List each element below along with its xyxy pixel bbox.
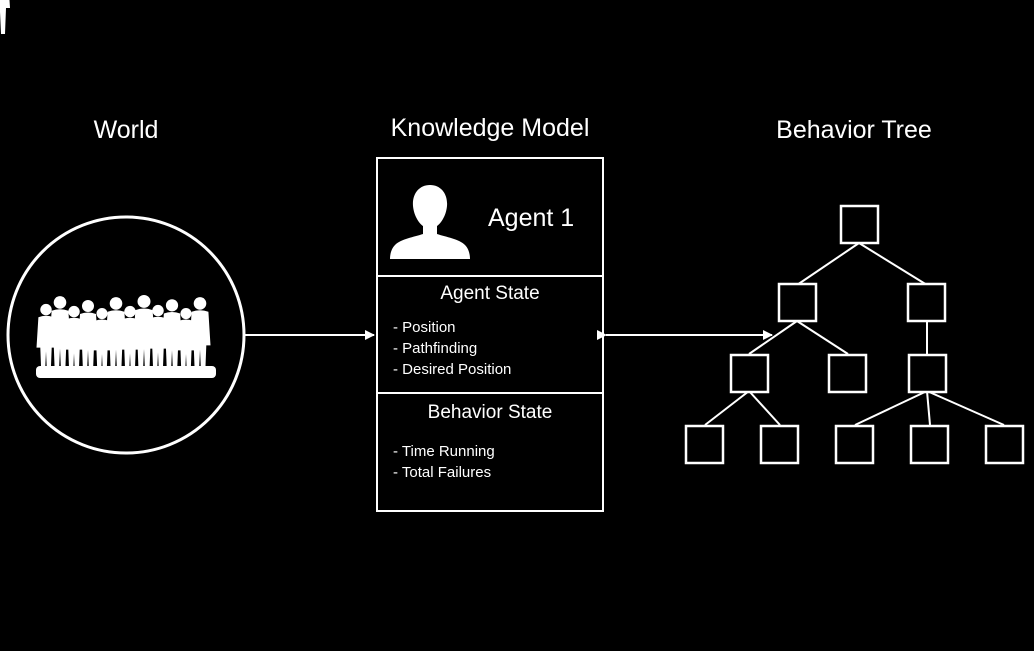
agent-state-title: Agent State bbox=[440, 283, 540, 304]
list-item: - Position bbox=[393, 319, 456, 336]
behavior-tree-edges bbox=[704, 242, 1005, 426]
knowledge-model-title: Knowledge Model bbox=[390, 114, 590, 142]
list-item: - Time Running bbox=[393, 443, 495, 460]
behavior-state-title: Behavior State bbox=[427, 402, 553, 423]
crowd-silhouette-icon bbox=[0, 0, 216, 378]
world-title: World bbox=[93, 116, 159, 144]
list-item: - Total Failures bbox=[393, 464, 492, 481]
bt-node-right bbox=[906, 282, 947, 323]
behavior-tree-title: Behavior Tree bbox=[776, 116, 932, 144]
bt-node-left-right bbox=[827, 353, 868, 394]
bt-node-left bbox=[777, 282, 818, 323]
list-item: - Desired Position bbox=[393, 361, 512, 378]
bt-node-root bbox=[839, 204, 880, 245]
bt-leaf-4 bbox=[909, 424, 950, 465]
agent-state-list: - Position - Pathfinding - Desired Posit… bbox=[393, 317, 511, 380]
bt-leaf-3 bbox=[834, 424, 875, 465]
bt-leaf-5 bbox=[984, 424, 1025, 465]
bt-leaf-2 bbox=[759, 424, 800, 465]
list-item: - Pathfinding bbox=[393, 340, 478, 357]
person-silhouette-icon bbox=[390, 185, 470, 259]
bt-node-right-child bbox=[907, 353, 948, 394]
bt-node-left-left bbox=[729, 353, 770, 394]
knowledge-model-box: Agent 1 Agent State - Position - Pathfin… bbox=[376, 157, 604, 512]
behavior-state-list: - Time Running - Total Failures bbox=[393, 441, 495, 483]
agent-label: Agent 1 bbox=[488, 204, 575, 232]
section-divider bbox=[378, 275, 602, 277]
section-divider bbox=[378, 392, 602, 394]
bt-leaf-1 bbox=[684, 424, 725, 465]
